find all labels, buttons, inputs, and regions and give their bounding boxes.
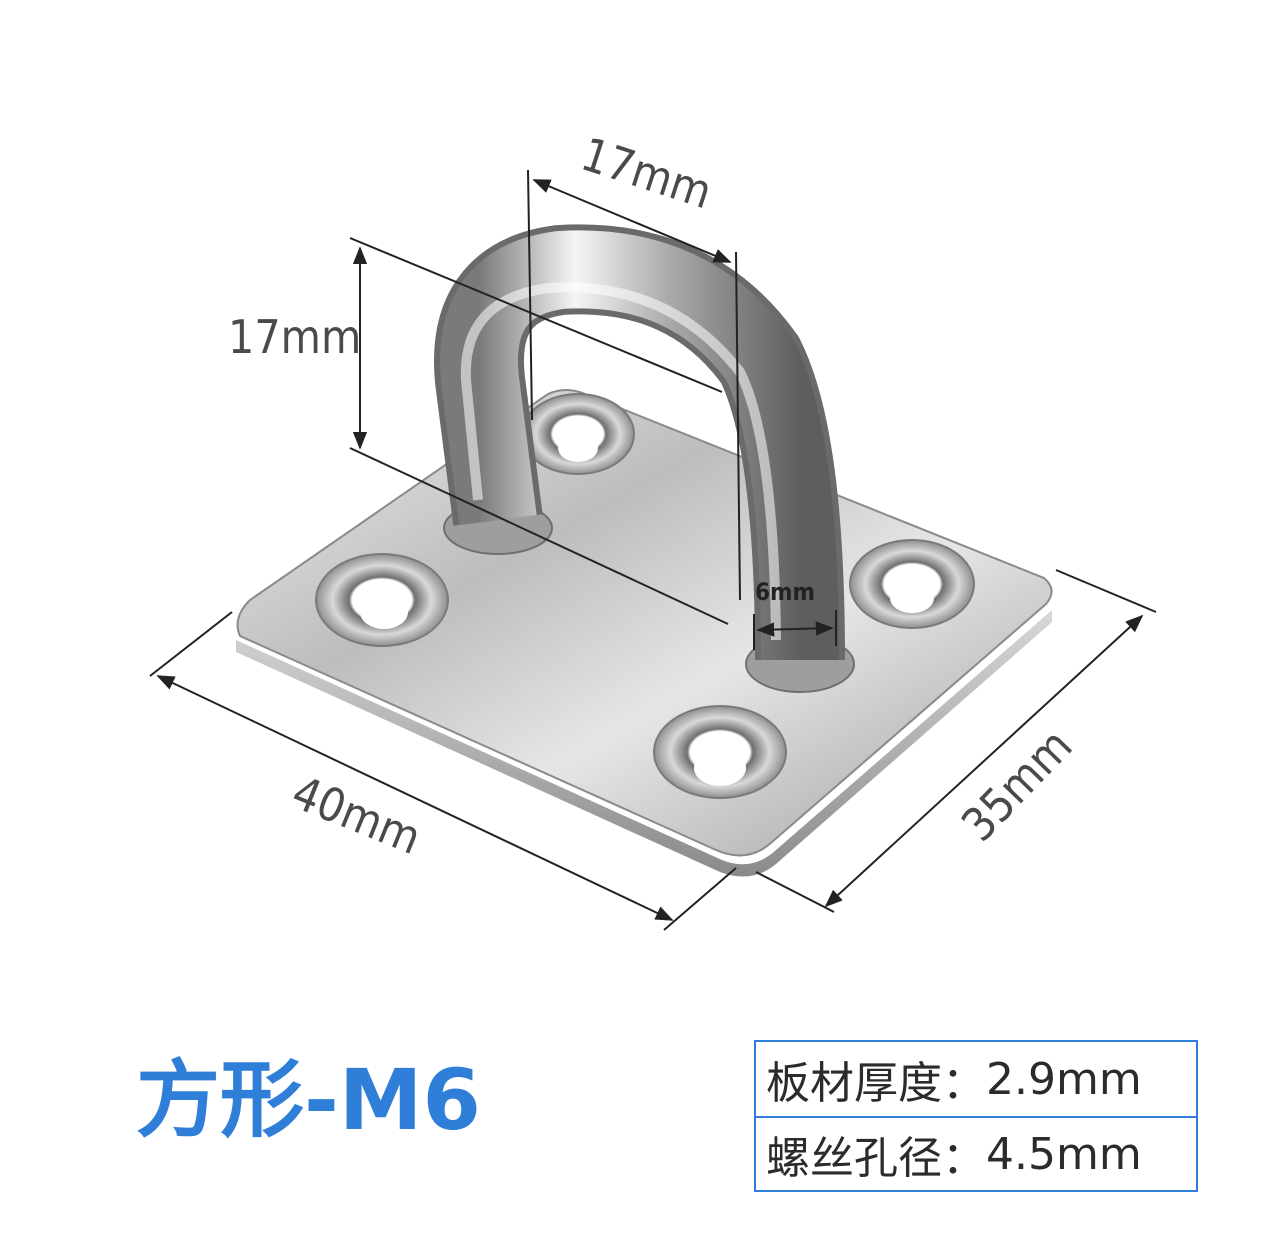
spec-row-plate-thickness: 板材厚度： 2.9mm — [756, 1042, 1196, 1116]
spec-row-screw-hole-diameter: 螺丝孔径： 4.5mm — [756, 1116, 1196, 1190]
screw-hole — [521, 393, 635, 475]
u-loop-shine — [460, 282, 781, 641]
eye-plate-product-photo — [149, 169, 1157, 931]
screw-hole — [315, 553, 449, 647]
screw-hole — [849, 539, 975, 629]
dimension-rod-diameter: 6mm — [755, 578, 816, 606]
dimension-lines — [149, 169, 1157, 931]
spec-label: 板材厚度： — [766, 1058, 986, 1109]
spec-label: 螺丝孔径： — [766, 1133, 986, 1184]
model-title: 方形-M6 — [136, 1051, 481, 1149]
spec-value: 2.9mm — [986, 1053, 1142, 1105]
screw-hole — [653, 705, 787, 799]
dimension-loop-height: 17mm — [228, 310, 362, 364]
spec-value: 4.5mm — [986, 1128, 1142, 1180]
spec-table: 板材厚度： 2.9mm 螺丝孔径： 4.5mm — [754, 1040, 1198, 1192]
